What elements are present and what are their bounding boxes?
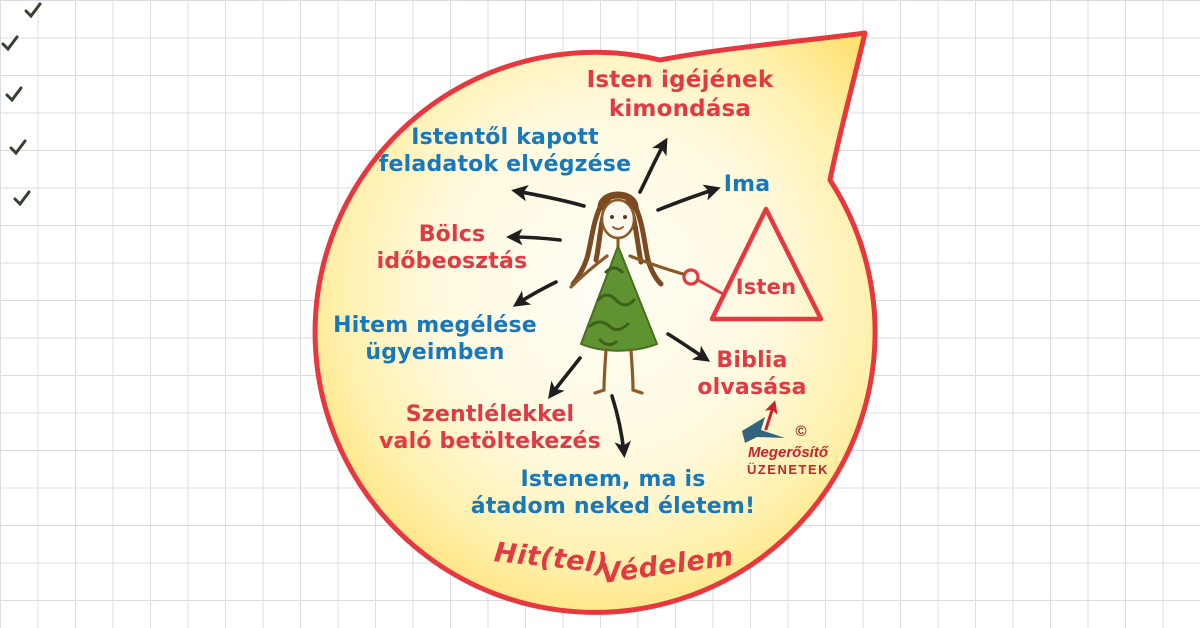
head xyxy=(600,198,636,240)
arrow-to-surrender-prayer-icon xyxy=(610,394,632,458)
label-god-triangle: Isten xyxy=(716,274,816,300)
label-line: Istenem, ma is xyxy=(520,467,706,492)
label-bible-reading: Biblia olvasása xyxy=(672,347,832,402)
label-living-my-faith: Hitem megélése ügyeimben xyxy=(330,312,540,367)
stick-figure-woman xyxy=(569,191,685,395)
bird-with-arrow-icon xyxy=(742,417,785,443)
label-line: feladatok elvégzése xyxy=(378,152,632,178)
legs xyxy=(593,348,644,395)
label-line: Bölcs xyxy=(418,222,486,247)
god-triangle-shape xyxy=(709,206,824,322)
ring-to-triangle-line xyxy=(696,278,725,296)
left-eye xyxy=(610,215,614,219)
arrow-to-prayer-icon xyxy=(656,184,721,212)
arrow-to-wise-time-icon xyxy=(506,228,562,246)
hand-ring-icon xyxy=(682,268,700,286)
label-line: kimondása xyxy=(608,95,752,122)
label-line: Isten xyxy=(735,275,797,299)
hair-top xyxy=(597,191,639,211)
arrow-to-holy-spirit-icon xyxy=(548,356,582,399)
label-line: Hitem megélése xyxy=(333,313,537,338)
label-line: Biblia xyxy=(716,348,788,373)
dress-pattern xyxy=(588,266,636,347)
dress xyxy=(580,245,658,352)
label-line: Ima xyxy=(723,172,771,197)
label-line: átadom neked életem! xyxy=(470,494,756,520)
label-tasks-from-god: Istentől kapott feladatok elvégzése xyxy=(365,124,645,179)
label-holy-spirit: Szentlélekkel való betöltekezés xyxy=(365,401,615,456)
label-line: olvasása xyxy=(697,375,807,401)
arrow-to-speaking-gods-word-icon xyxy=(638,137,668,194)
radiating-arrows xyxy=(506,137,721,458)
label-line: való betöltekezés xyxy=(379,429,601,455)
right-arm xyxy=(628,254,685,276)
mouth xyxy=(612,226,624,230)
arrow-to-tasks-from-god-icon xyxy=(511,185,586,208)
ring-connector xyxy=(682,268,725,296)
label-wise-time: Bölcs időbeosztás xyxy=(352,221,552,276)
label-line: időbeosztás xyxy=(376,249,528,275)
label-line: Istentől kapott xyxy=(411,125,599,150)
arrow-to-bible-reading-icon xyxy=(666,332,711,362)
left-arm xyxy=(569,254,609,289)
copyright-symbol: © xyxy=(795,423,807,440)
arrow-to-living-my-faith-icon xyxy=(512,280,558,307)
label-speaking-gods-word: Isten igéjének kimondása xyxy=(540,66,820,123)
label-line: ügyeimben xyxy=(365,340,505,366)
logo-red-arrow-icon xyxy=(764,400,778,431)
label-line: Isten igéjének xyxy=(586,67,774,93)
logo-text-line1: Megerősítő xyxy=(747,444,828,461)
pen-checkmarks-icon xyxy=(1,2,42,207)
right-eye xyxy=(623,215,627,219)
label-prayer: Ima xyxy=(711,171,783,198)
logo-text-line2: ÜZENETEK xyxy=(746,462,830,477)
logo-mark xyxy=(742,400,785,443)
label-surrender-prayer: Istenem, ma is átadom neked életem! xyxy=(463,466,763,521)
label-line: Szentlélekkel xyxy=(405,402,575,427)
